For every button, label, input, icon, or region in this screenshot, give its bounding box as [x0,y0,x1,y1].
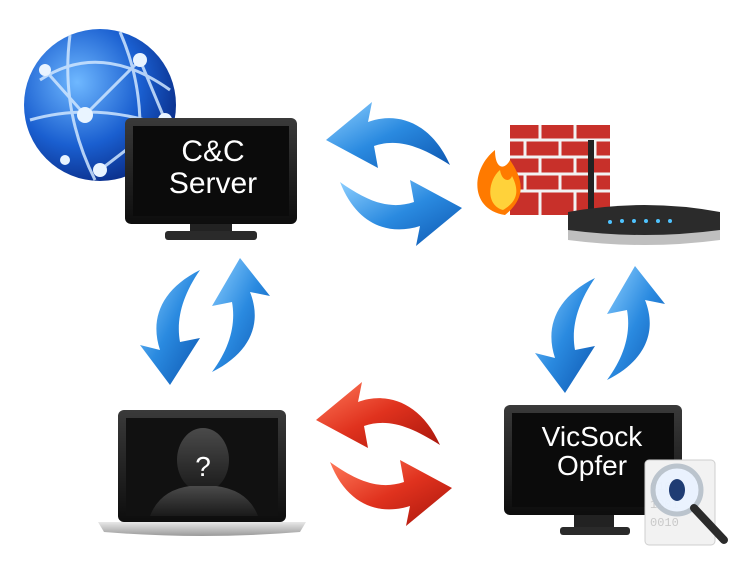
victim-line1: VicSock [541,421,643,452]
cc-monitor-icon [125,118,297,240]
victim-line2: Opfer [556,450,628,482]
unknown-attacker-label: ? [195,451,211,482]
arrow-pair-right [535,266,665,393]
arrow-pair-left [140,258,270,385]
arrow-bottom-right-pointing [330,460,452,526]
arrow-left-up-pointing [212,258,270,372]
svg-text:0010: 0010 [650,516,679,530]
victim-label: VicSock Opfer [512,422,672,481]
arrow-right-up-pointing [607,266,665,380]
cc-server-line1: C&C [181,135,245,168]
magnifier-bug-icon: 0101 1001 0010 [644,459,728,546]
arrow-pair-bottom-red [316,382,452,526]
cc-server-label: C&C Server [133,136,293,199]
arrow-right-down-pointing [535,278,595,393]
arrow-bottom-left-pointing [316,382,440,448]
arrow-top-left-pointing [326,102,450,168]
router-icon [568,140,720,245]
arrow-pair-top [326,102,462,246]
arrow-left-down-pointing [140,270,200,385]
cc-server-line2: Server [168,166,258,200]
person-silhouette-icon [150,428,258,516]
laptop-icon [98,410,306,536]
arrow-top-right-pointing [340,180,462,246]
